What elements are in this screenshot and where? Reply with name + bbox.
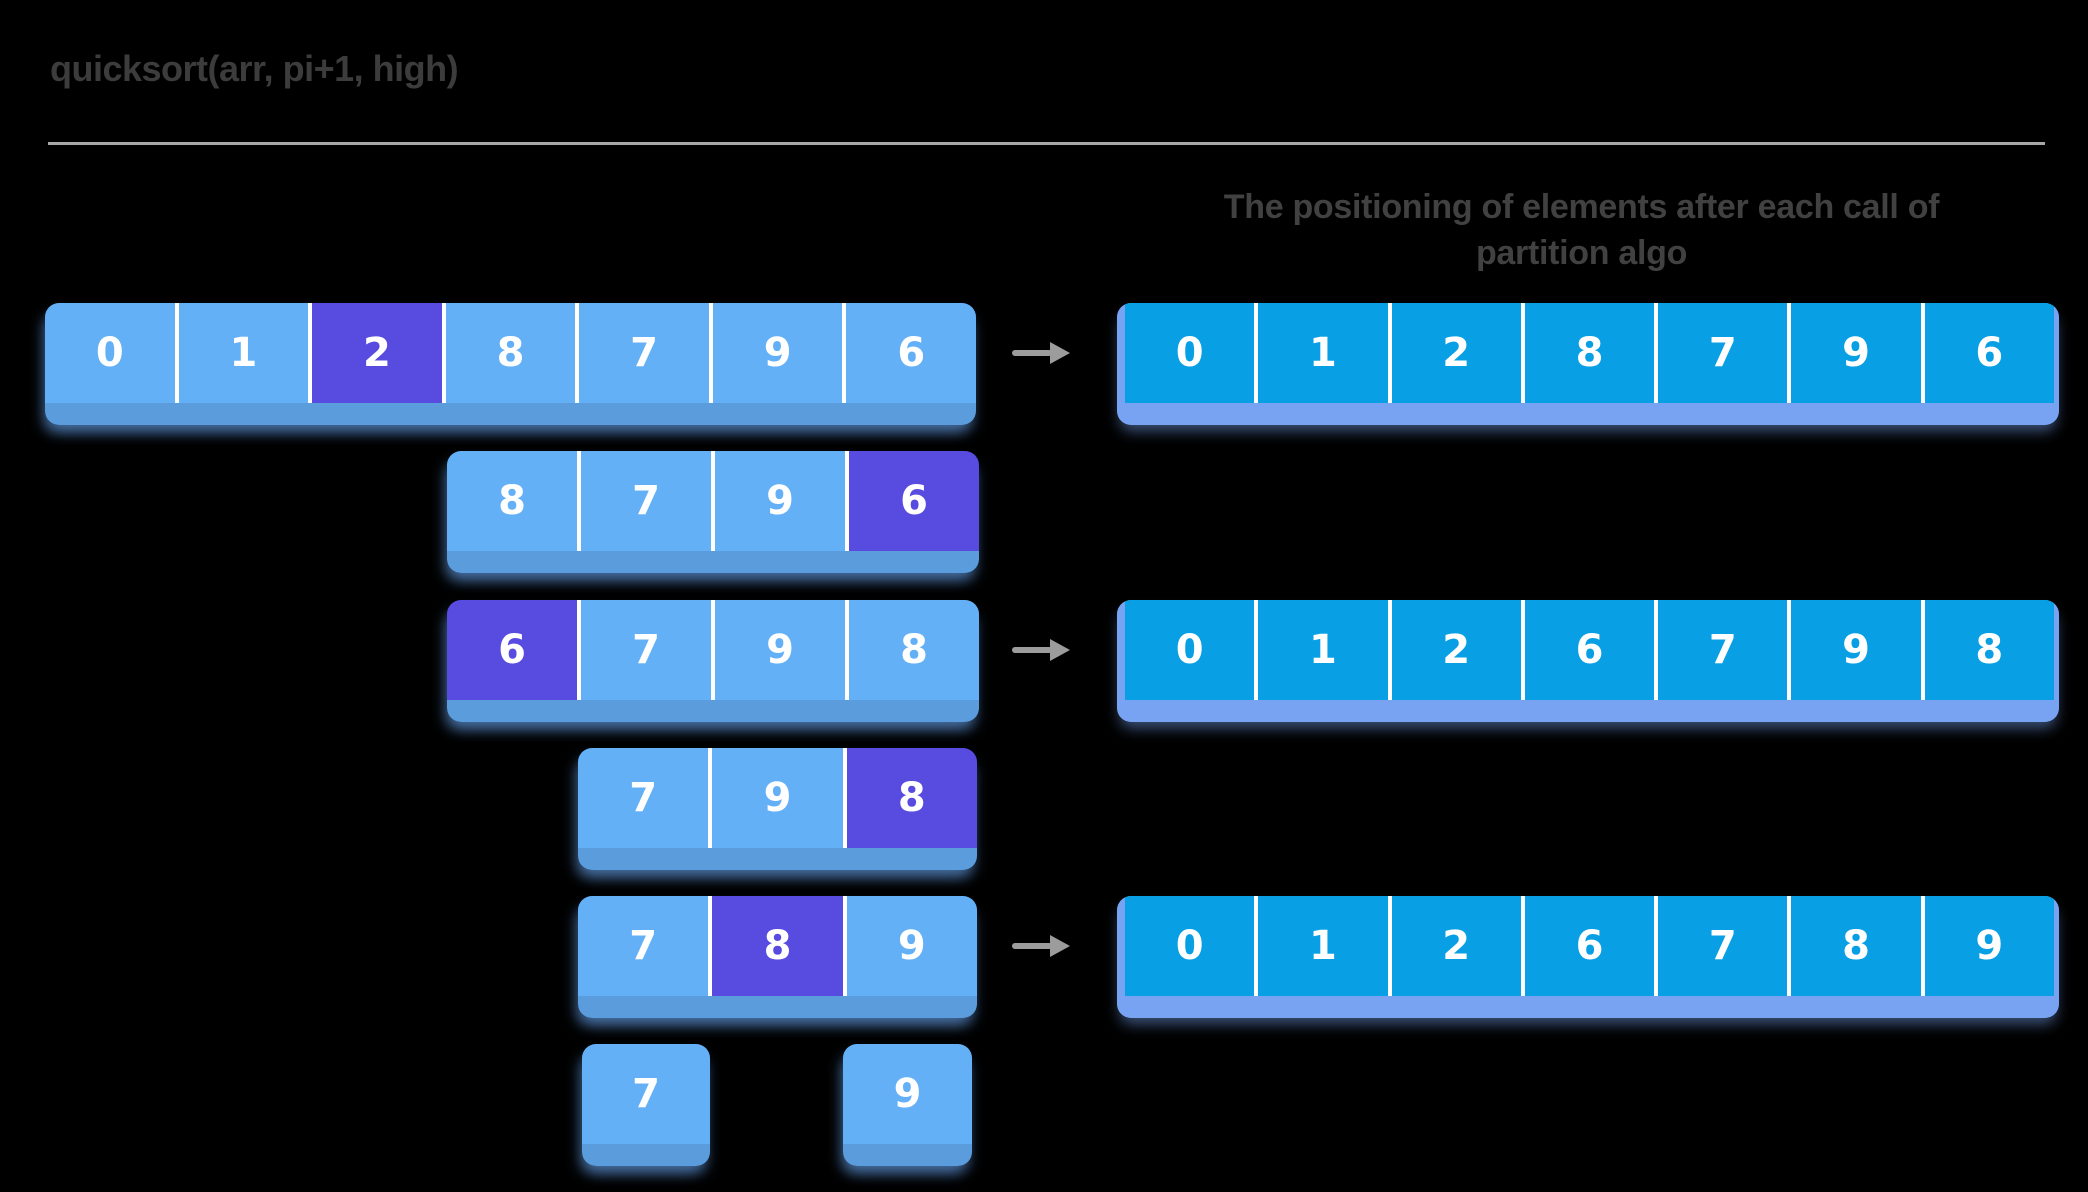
bar-bottom-shadow: [1125, 403, 2054, 425]
call-array-row3: 6 7 9 8: [447, 600, 979, 722]
array-cells: 9: [843, 1044, 972, 1144]
horizontal-divider: [48, 142, 2045, 145]
array-cell: 0: [1125, 896, 1255, 996]
array-cells: 7 8 9: [578, 896, 977, 996]
single-cell-right: 9: [843, 1044, 972, 1166]
array-cell-pivot: 8: [842, 748, 977, 848]
array-cell: 9: [1787, 600, 1921, 700]
array-cell: 7: [578, 896, 709, 996]
array-cell: 7: [577, 600, 711, 700]
bar-bottom-shadow: [1125, 700, 2054, 722]
array-cells: 0 1 2 8 7 9 6: [45, 303, 976, 403]
array-cells: 0 1 2 6 7 9 8: [1125, 600, 2054, 700]
array-cell: 7: [578, 748, 709, 848]
array-cells: 8 7 9 6: [447, 451, 979, 551]
arrow-head: [1050, 935, 1070, 957]
arrow-head: [1050, 342, 1070, 364]
bar-bottom-shadow: [1125, 996, 2054, 1018]
bar-bottom-shadow: [578, 848, 977, 870]
arrow-right-icon: [1012, 342, 1070, 364]
array-cell: 6: [1920, 303, 2054, 403]
bar-bottom-shadow: [578, 996, 977, 1018]
array-cell: 1: [1254, 303, 1388, 403]
array-cell: 9: [711, 600, 845, 700]
array-cell: 7: [1654, 600, 1788, 700]
arrow-shaft: [1012, 943, 1052, 949]
array-cell: 2: [1387, 896, 1521, 996]
array-cells: 7 9 8: [578, 748, 977, 848]
result-array-row3: 0 1 2 6 7 8 9: [1117, 896, 2059, 1018]
array-cell: 9: [842, 896, 977, 996]
array-cell: 6: [1520, 600, 1655, 700]
results-heading-line1: The positioning of elements after each c…: [1223, 188, 1940, 226]
bar-bottom-shadow: [447, 551, 979, 573]
array-cell: 8: [447, 451, 577, 551]
array-cell: 0: [1125, 303, 1255, 403]
array-cell: 2: [1387, 303, 1521, 403]
array-cell: 9: [708, 303, 843, 403]
array-cells: 0 1 2 8 7 9 6: [1125, 303, 2054, 403]
call-array-row5: 7 8 9: [578, 896, 977, 1018]
call-array-row1: 0 1 2 8 7 9 6: [45, 303, 976, 425]
array-cell: 9: [711, 451, 845, 551]
array-cell: 0: [1125, 600, 1255, 700]
arrow-head: [1050, 639, 1070, 661]
array-cell: 1: [1254, 600, 1388, 700]
array-cells: 7: [582, 1044, 710, 1144]
array-cell-pivot: 6: [845, 451, 979, 551]
array-cell: 7: [577, 451, 711, 551]
array-cell: 2: [1387, 600, 1521, 700]
array-cells: 6 7 9 8: [447, 600, 979, 700]
array-cell: 8: [845, 600, 979, 700]
result-array-row2: 0 1 2 6 7 9 8: [1117, 600, 2059, 722]
array-cell: 0: [45, 303, 175, 403]
arrow-shaft: [1012, 647, 1052, 653]
arrow-right-icon: [1012, 639, 1070, 661]
array-cell: 6: [842, 303, 976, 403]
array-cell: 8: [441, 303, 576, 403]
call-array-row2: 8 7 9 6: [447, 451, 979, 573]
array-cell: 8: [1787, 896, 1921, 996]
page-title: quicksort(arr, pi+1, high): [50, 48, 459, 89]
array-cells: 0 1 2 6 7 8 9: [1125, 896, 2054, 996]
array-cell-pivot: 2: [308, 303, 442, 403]
array-cell: 9: [843, 1044, 972, 1144]
call-array-row4: 7 9 8: [578, 748, 977, 870]
results-heading-line2: partition algo: [1475, 234, 1688, 272]
bar-bottom-shadow: [582, 1144, 710, 1166]
bar-bottom-shadow: [843, 1144, 972, 1166]
array-cell: 7: [1654, 303, 1788, 403]
single-cell-left: 7: [582, 1044, 710, 1166]
array-cell: 7: [582, 1044, 710, 1144]
arrow-shaft: [1012, 350, 1052, 356]
array-cell: 9: [1920, 896, 2054, 996]
array-cell: 7: [575, 303, 709, 403]
array-cell-pivot: 8: [708, 896, 843, 996]
array-cell-pivot: 6: [447, 600, 577, 700]
array-cell: 9: [708, 748, 843, 848]
array-cell: 8: [1520, 303, 1655, 403]
bar-bottom-shadow: [447, 700, 979, 722]
result-array-row1: 0 1 2 8 7 9 6: [1117, 303, 2059, 425]
results-heading: The positioning of elements after each c…: [1117, 184, 2046, 276]
arrow-right-icon: [1012, 935, 1070, 957]
array-cell: 6: [1520, 896, 1655, 996]
array-cell: 7: [1654, 896, 1788, 996]
array-cell: 1: [174, 303, 309, 403]
bar-bottom-shadow: [45, 403, 976, 425]
array-cell: 1: [1254, 896, 1388, 996]
array-cell: 9: [1787, 303, 1921, 403]
array-cell: 8: [1920, 600, 2054, 700]
